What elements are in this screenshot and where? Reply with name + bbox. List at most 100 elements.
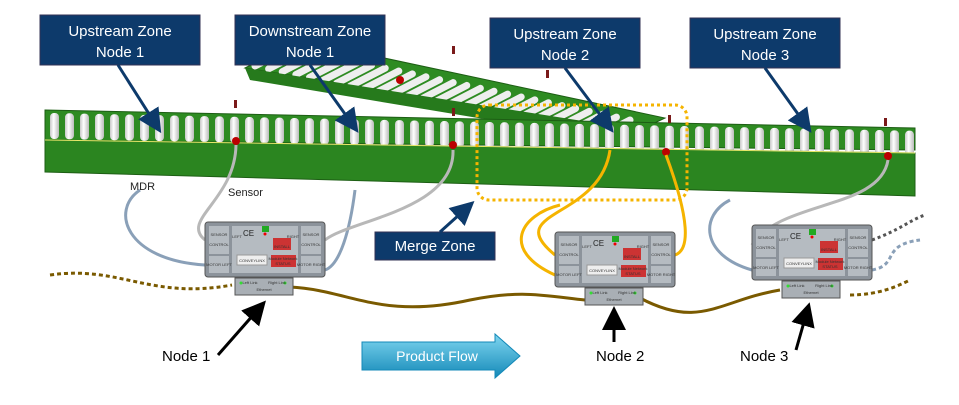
roller <box>65 113 74 140</box>
roller <box>185 115 194 142</box>
roller <box>680 126 689 153</box>
svg-text:CONVEYLINX: CONVEYLINX <box>589 268 615 273</box>
roller <box>725 126 734 153</box>
main-conveyor <box>44 109 916 197</box>
roller <box>755 127 764 154</box>
svg-text:SENSOR: SENSOR <box>850 235 867 240</box>
svg-text:CE: CE <box>790 232 801 241</box>
svg-text:CONTROL: CONTROL <box>209 242 229 247</box>
node-module-3: SENSOR CONTROL SENSOR CONTROL LEFT RIGHT… <box>751 224 873 299</box>
roller <box>455 121 464 148</box>
roller <box>320 118 329 145</box>
svg-text:Right Link: Right Link <box>815 283 833 288</box>
mdr-label: MDR <box>130 181 155 193</box>
roller <box>110 114 119 141</box>
svg-text:Left Link: Left Link <box>592 290 607 295</box>
roller <box>635 125 644 152</box>
node-3-label: Node 3 <box>740 348 788 365</box>
svg-text:RIGHT: RIGHT <box>637 244 650 249</box>
roller <box>395 120 404 147</box>
roller <box>650 125 659 152</box>
roller <box>710 126 719 153</box>
svg-text:Node 1: Node 1 <box>286 44 334 61</box>
svg-text:CONTROL: CONTROL <box>651 252 671 257</box>
svg-text:Ethernet: Ethernet <box>606 297 622 302</box>
callout-upstream-zone-node-2: Upstream Zone Node 2 <box>489 17 641 133</box>
svg-text:CONTROL: CONTROL <box>559 252 579 257</box>
roller <box>425 120 434 147</box>
svg-text:Node 1: Node 1 <box>96 44 144 61</box>
svg-text:MOTOR RIGHT: MOTOR RIGHT <box>297 262 326 267</box>
roller <box>410 120 419 147</box>
svg-text:CE: CE <box>593 239 604 248</box>
roller <box>860 129 869 156</box>
roller <box>50 113 59 139</box>
roller <box>590 124 599 151</box>
roller <box>695 126 704 153</box>
roller <box>905 130 914 157</box>
merge-sensor-cable <box>537 149 612 257</box>
callout-merge-zone: Merge Zone <box>374 200 496 261</box>
svg-text:Right Link: Right Link <box>618 290 636 295</box>
sensor-cable <box>197 144 238 242</box>
roller <box>530 122 539 149</box>
svg-text:Node 2: Node 2 <box>541 47 589 64</box>
svg-text:Merge Zone: Merge Zone <box>395 238 476 255</box>
roller <box>845 129 854 156</box>
svg-text:STATUS: STATUS <box>275 261 291 266</box>
merge-zone-outline <box>475 103 689 202</box>
roller <box>125 114 134 141</box>
callout-downstream-zone-node-1: Downstream Zone Node 1 <box>234 14 386 133</box>
svg-text:INSTALL: INSTALL <box>624 254 641 259</box>
roller <box>785 128 794 155</box>
roller <box>373 70 416 96</box>
roller <box>290 117 299 144</box>
svg-text:RIGHT: RIGHT <box>287 234 300 239</box>
svg-text:Right Link: Right Link <box>268 280 286 285</box>
roller <box>95 113 104 140</box>
svg-text:INSTALL: INSTALL <box>274 244 291 249</box>
svg-text:CONTROL: CONTROL <box>848 245 868 250</box>
node-1-label: Node 1 <box>162 348 210 365</box>
roller <box>245 117 254 144</box>
roller <box>365 119 374 146</box>
svg-text:CONTROL: CONTROL <box>301 242 321 247</box>
svg-text:Module Network: Module Network <box>269 256 298 261</box>
roller <box>800 128 809 155</box>
roller <box>485 121 494 148</box>
callout-upstream-zone-node-1: Upstream Zone Node 1 <box>39 14 201 134</box>
roller <box>80 113 89 140</box>
svg-text:STATUS: STATUS <box>625 271 641 276</box>
svg-text:MOTOR LEFT: MOTOR LEFT <box>206 262 232 267</box>
roller <box>346 64 389 90</box>
svg-text:Product Flow: Product Flow <box>396 348 479 364</box>
sensor-label: Sensor <box>228 187 263 199</box>
svg-text:MOTOR LEFT: MOTOR LEFT <box>753 265 779 270</box>
node-2-label: Node 2 <box>596 348 644 365</box>
roller <box>560 123 569 150</box>
svg-text:MOTOR LEFT: MOTOR LEFT <box>556 272 582 277</box>
sensors <box>232 46 892 160</box>
svg-text:MOTOR RIGHT: MOTOR RIGHT <box>647 272 676 277</box>
svg-text:SENSOR: SENSOR <box>758 235 775 240</box>
product-flow-arrow: Product Flow <box>361 332 521 380</box>
svg-text:SENSOR: SENSOR <box>303 232 320 237</box>
svg-text:Ethernet: Ethernet <box>256 287 272 292</box>
ethernet-cable <box>289 285 586 309</box>
roller <box>335 118 344 145</box>
roller <box>890 130 899 157</box>
svg-text:LEFT: LEFT <box>582 244 592 249</box>
roller <box>875 130 884 157</box>
roller <box>140 114 149 141</box>
svg-text:CONVEYLINX: CONVEYLINX <box>786 261 812 266</box>
roller <box>170 115 179 142</box>
roller <box>740 127 749 154</box>
svg-text:SENSOR: SENSOR <box>561 242 578 247</box>
svg-text:STATUS: STATUS <box>822 264 838 269</box>
roller <box>830 129 839 156</box>
svg-text:Upstream Zone: Upstream Zone <box>68 23 171 40</box>
callout-upstream-zone-node-3: Upstream Zone Node 3 <box>689 17 841 133</box>
roller <box>260 117 269 144</box>
roller <box>230 116 239 143</box>
